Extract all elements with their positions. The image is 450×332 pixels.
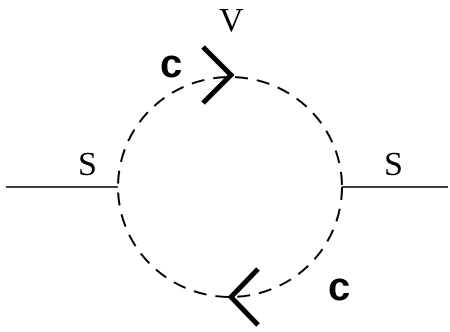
upper-arrow-icon	[201, 45, 235, 105]
upper-arrow-label: c	[160, 42, 182, 86]
right-line-label: S	[384, 146, 403, 183]
lower-arrow-icon	[227, 267, 260, 327]
lower-arrow-label: c	[328, 265, 350, 309]
top-vertex-label: V	[219, 2, 244, 39]
dashed-loop	[117, 76, 343, 298]
left-line-label: S	[78, 146, 97, 183]
